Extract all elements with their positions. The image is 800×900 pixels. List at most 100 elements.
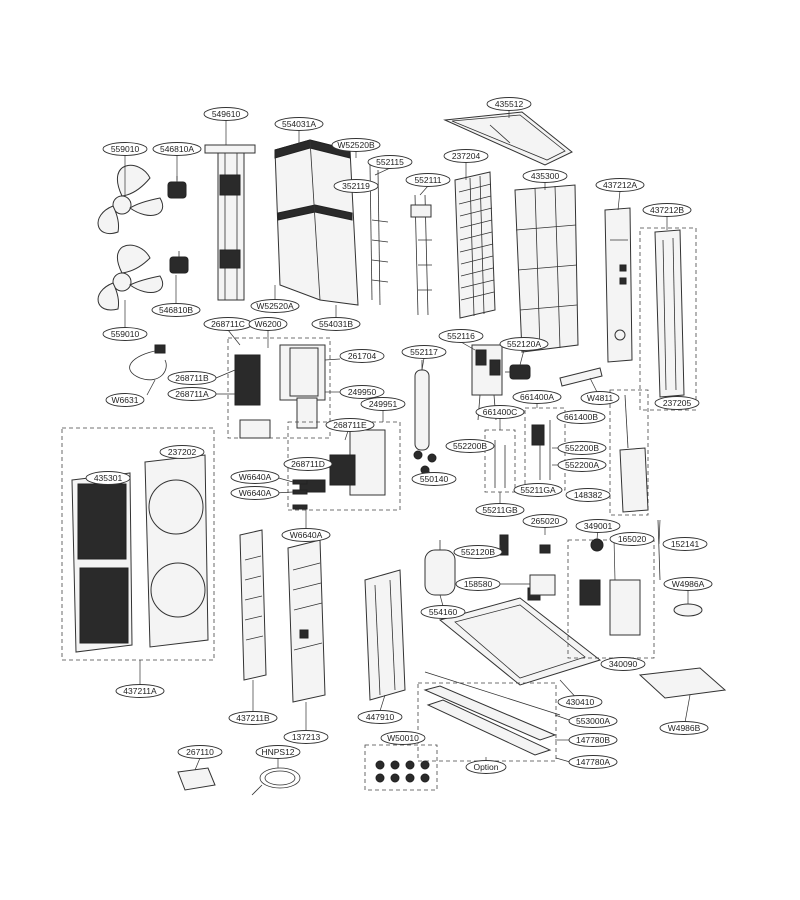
cover-W4986B — [638, 667, 727, 699]
callout-237205: 237205 — [654, 396, 700, 410]
side-panel-554031 — [274, 139, 359, 306]
svg-text:661400B: 661400B — [564, 412, 598, 422]
callout-661400B: 661400B — [556, 410, 606, 424]
svg-text:340090: 340090 — [609, 659, 638, 669]
svg-text:437212A: 437212A — [603, 180, 637, 190]
callout-W4986B: W4986B — [659, 721, 709, 735]
callout-268711A: 268711A — [167, 387, 217, 401]
pipe-group-55211GB — [484, 429, 516, 493]
callout-437211A: 437211A — [115, 684, 165, 698]
callout-549610: 549610 — [203, 107, 249, 121]
svg-text:661400C: 661400C — [483, 407, 518, 417]
callout-261704: 261704 — [339, 349, 385, 363]
callout-661400C: 661400C — [475, 405, 525, 419]
callout-W50010: W50010 — [380, 731, 426, 745]
callout-158580: 158580 — [455, 577, 501, 591]
svg-text:552116: 552116 — [447, 331, 475, 341]
callout-435512: 435512 — [486, 97, 532, 111]
callout-340090: 340090 — [600, 657, 646, 671]
callout-267110: 267110 — [177, 745, 223, 759]
callout-552200A: 552200A — [557, 458, 607, 472]
callout-552200B-left: 552200B — [445, 439, 495, 453]
svg-text:553000A: 553000A — [576, 716, 610, 726]
callout-W4986A: W4986A — [663, 577, 713, 591]
callout-W4811: W4811 — [580, 391, 620, 405]
svg-text:55211GA: 55211GA — [520, 485, 556, 495]
compressor-554160 — [424, 540, 456, 596]
callout-552120A: 552120A — [499, 337, 549, 351]
svg-text:554031A: 554031A — [282, 119, 316, 129]
svg-text:W52520B: W52520B — [337, 140, 375, 150]
svg-text:552115: 552115 — [376, 157, 404, 167]
callout-W6631: W6631 — [105, 393, 145, 407]
callout-552111: 552111 — [405, 173, 451, 187]
svg-text:552120A: 552120A — [507, 339, 541, 349]
svg-text:447910: 447910 — [366, 712, 395, 722]
callout-546810B: 546810B — [151, 303, 201, 317]
wire-W4811 — [559, 367, 603, 387]
svg-text:W6200: W6200 — [255, 319, 282, 329]
svg-text:552111: 552111 — [414, 175, 441, 185]
top-panel-435512 — [443, 111, 573, 166]
svg-text:W4811: W4811 — [587, 393, 614, 403]
svg-text:546810B: 546810B — [159, 305, 193, 315]
svg-text:552200A: 552200A — [565, 460, 599, 470]
svg-text:559010: 559010 — [111, 144, 140, 154]
valve-552120A — [505, 364, 531, 380]
grille-237204 — [454, 171, 496, 319]
callout-268711C: 268711C — [203, 317, 253, 331]
callout-552115: 552115 — [367, 155, 413, 169]
callout-430410: 430410 — [557, 695, 603, 709]
small-parts-550140 — [413, 450, 437, 475]
callout-268711E: 268711E — [325, 418, 375, 432]
callout-HNPS12: HNPS12 — [255, 745, 301, 759]
svg-text:152141: 152141 — [671, 539, 700, 549]
base-rail-553000A — [424, 671, 561, 716]
panel-148382 — [609, 389, 649, 516]
callout-249950: 249950 — [339, 385, 385, 399]
svg-text:237205: 237205 — [663, 398, 692, 408]
callout-553000A: 553000A — [568, 714, 618, 728]
callout-552116: 552116 — [438, 329, 484, 343]
svg-text:261704: 261704 — [348, 351, 377, 361]
svg-text:W4986A: W4986A — [672, 579, 705, 589]
svg-text:349001: 349001 — [584, 521, 613, 531]
callout-268711D: 268711D — [283, 457, 333, 471]
svg-text:549610: 549610 — [212, 109, 241, 119]
svg-text:W6640A: W6640A — [239, 472, 272, 482]
callout-W6640A-1: W6640A — [230, 470, 280, 484]
svg-text:137213: 137213 — [292, 732, 321, 742]
base-pan-430410 — [438, 587, 602, 686]
svg-text:661400A: 661400A — [520, 392, 554, 402]
callout-437212A: 437212A — [595, 178, 645, 192]
svg-text:552117: 552117 — [410, 347, 438, 357]
svg-text:237204: 237204 — [452, 151, 481, 161]
cable-HNPS12 — [251, 767, 301, 796]
svg-text:147780B: 147780B — [576, 735, 610, 745]
svg-text:430410: 430410 — [566, 697, 595, 707]
control-box-group — [227, 337, 331, 439]
callout-437211B: 437211B — [228, 711, 278, 725]
callout-435301: 435301 — [85, 471, 131, 485]
callout-237204: 237204 — [443, 149, 489, 163]
clips-W6640A — [292, 479, 308, 510]
callout-W6200: W6200 — [248, 317, 288, 331]
svg-text:437211A: 437211A — [123, 686, 157, 696]
callout-349001: 349001 — [575, 519, 621, 533]
svg-text:559010: 559010 — [111, 329, 140, 339]
callout-137213: 137213 — [283, 730, 329, 744]
callout-W6640A-3: W6640A — [281, 528, 331, 542]
svg-text:158580: 158580 — [464, 579, 493, 589]
grille-435300 — [514, 184, 579, 353]
svg-text:554031B: 554031B — [319, 319, 353, 329]
svg-text:268711A: 268711A — [175, 389, 209, 399]
svg-text:552200B: 552200B — [453, 441, 487, 451]
callout-152141: 152141 — [662, 537, 708, 551]
svg-text:W6640A: W6640A — [290, 530, 323, 540]
svg-text:W6631: W6631 — [112, 395, 139, 405]
svg-text:265020: 265020 — [531, 516, 560, 526]
svg-text:249950: 249950 — [348, 387, 377, 397]
callout-554031A: 554031A — [274, 117, 324, 131]
callout-552120B: 552120B — [453, 545, 503, 559]
